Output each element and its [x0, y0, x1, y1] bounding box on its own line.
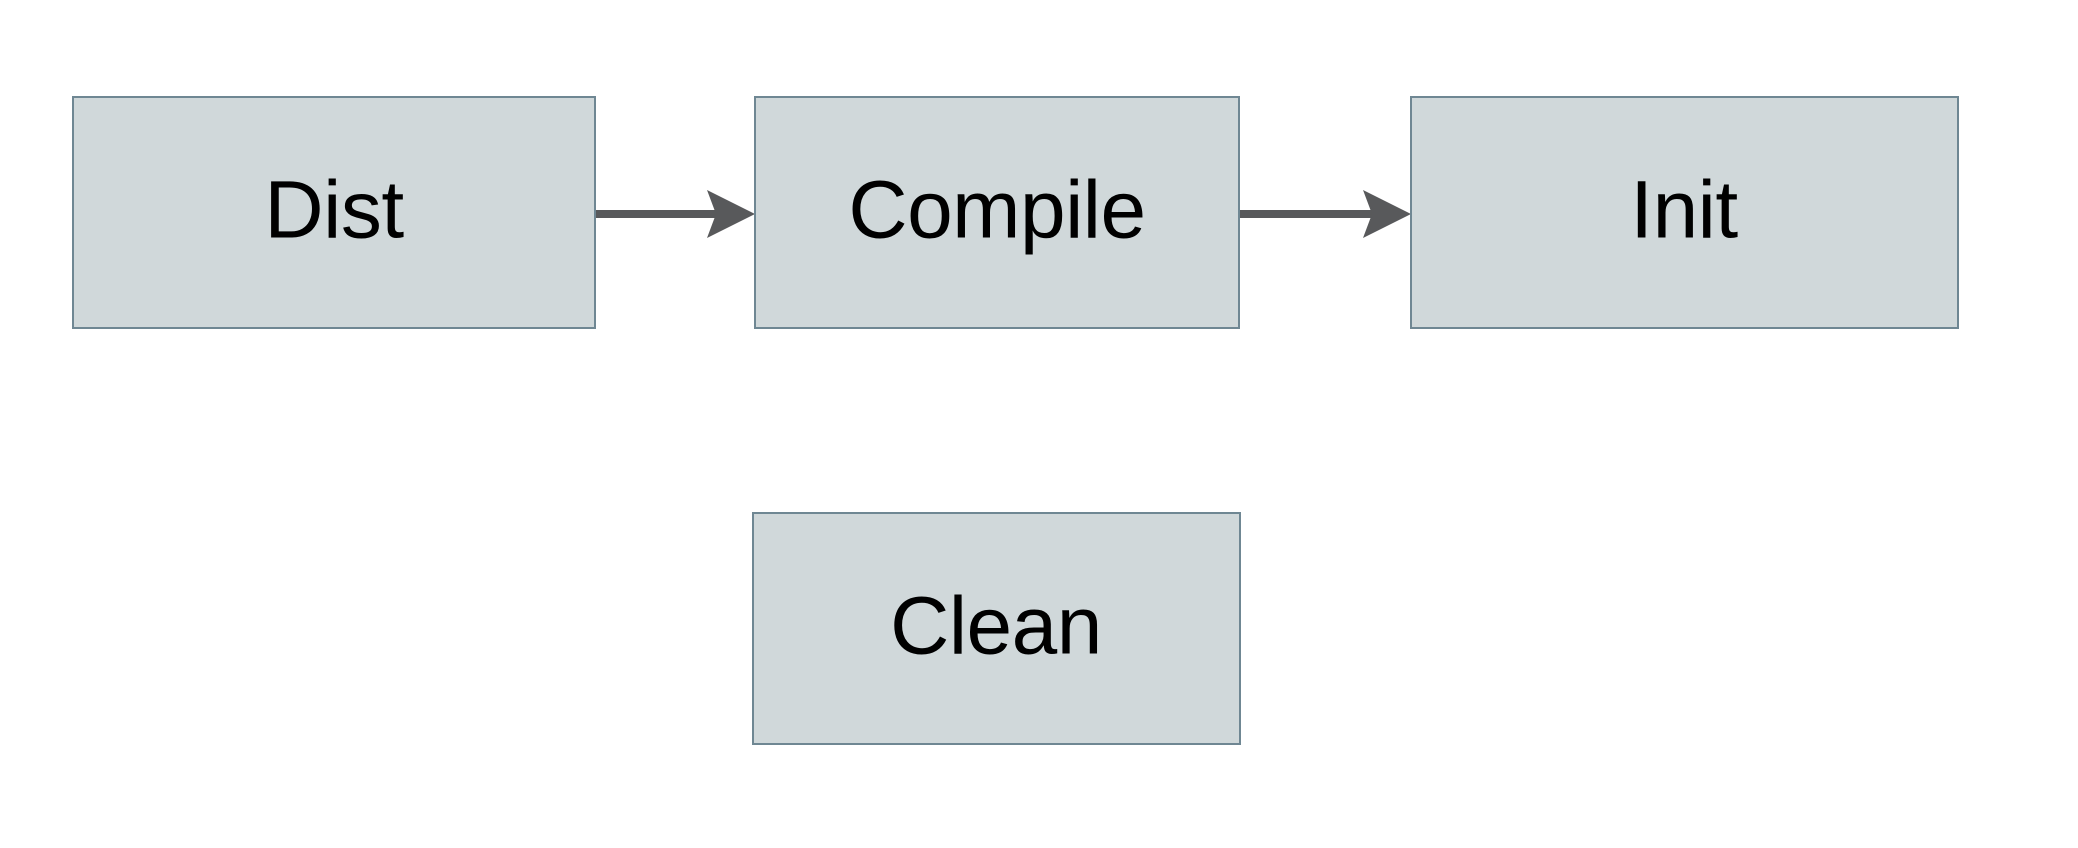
edge-compile-to-init-arrowhead: [1363, 190, 1411, 238]
edge-compile-to-init[interactable]: [1239, 190, 1411, 238]
node-clean-box[interactable]: [751, 511, 1242, 746]
node-clean-label: Clean: [890, 581, 1102, 672]
node-layer: Dist Compile Init Clean: [71, 95, 1960, 746]
node-dist-box[interactable]: [71, 95, 597, 330]
node-clean[interactable]: Clean: [751, 511, 1242, 746]
node-compile-box[interactable]: [753, 95, 1241, 330]
node-dist-label: Dist: [264, 165, 404, 256]
edge-dist-to-compile-arrowhead: [707, 190, 755, 238]
edge-layer: [595, 190, 1411, 238]
node-init-box[interactable]: [1409, 95, 1960, 330]
node-compile-label: Compile: [848, 165, 1145, 256]
node-init[interactable]: Init: [1409, 95, 1960, 330]
node-compile[interactable]: Compile: [753, 95, 1241, 330]
node-dist[interactable]: Dist: [71, 95, 597, 330]
node-init-label: Init: [1630, 165, 1738, 256]
edge-dist-to-compile[interactable]: [595, 190, 755, 238]
